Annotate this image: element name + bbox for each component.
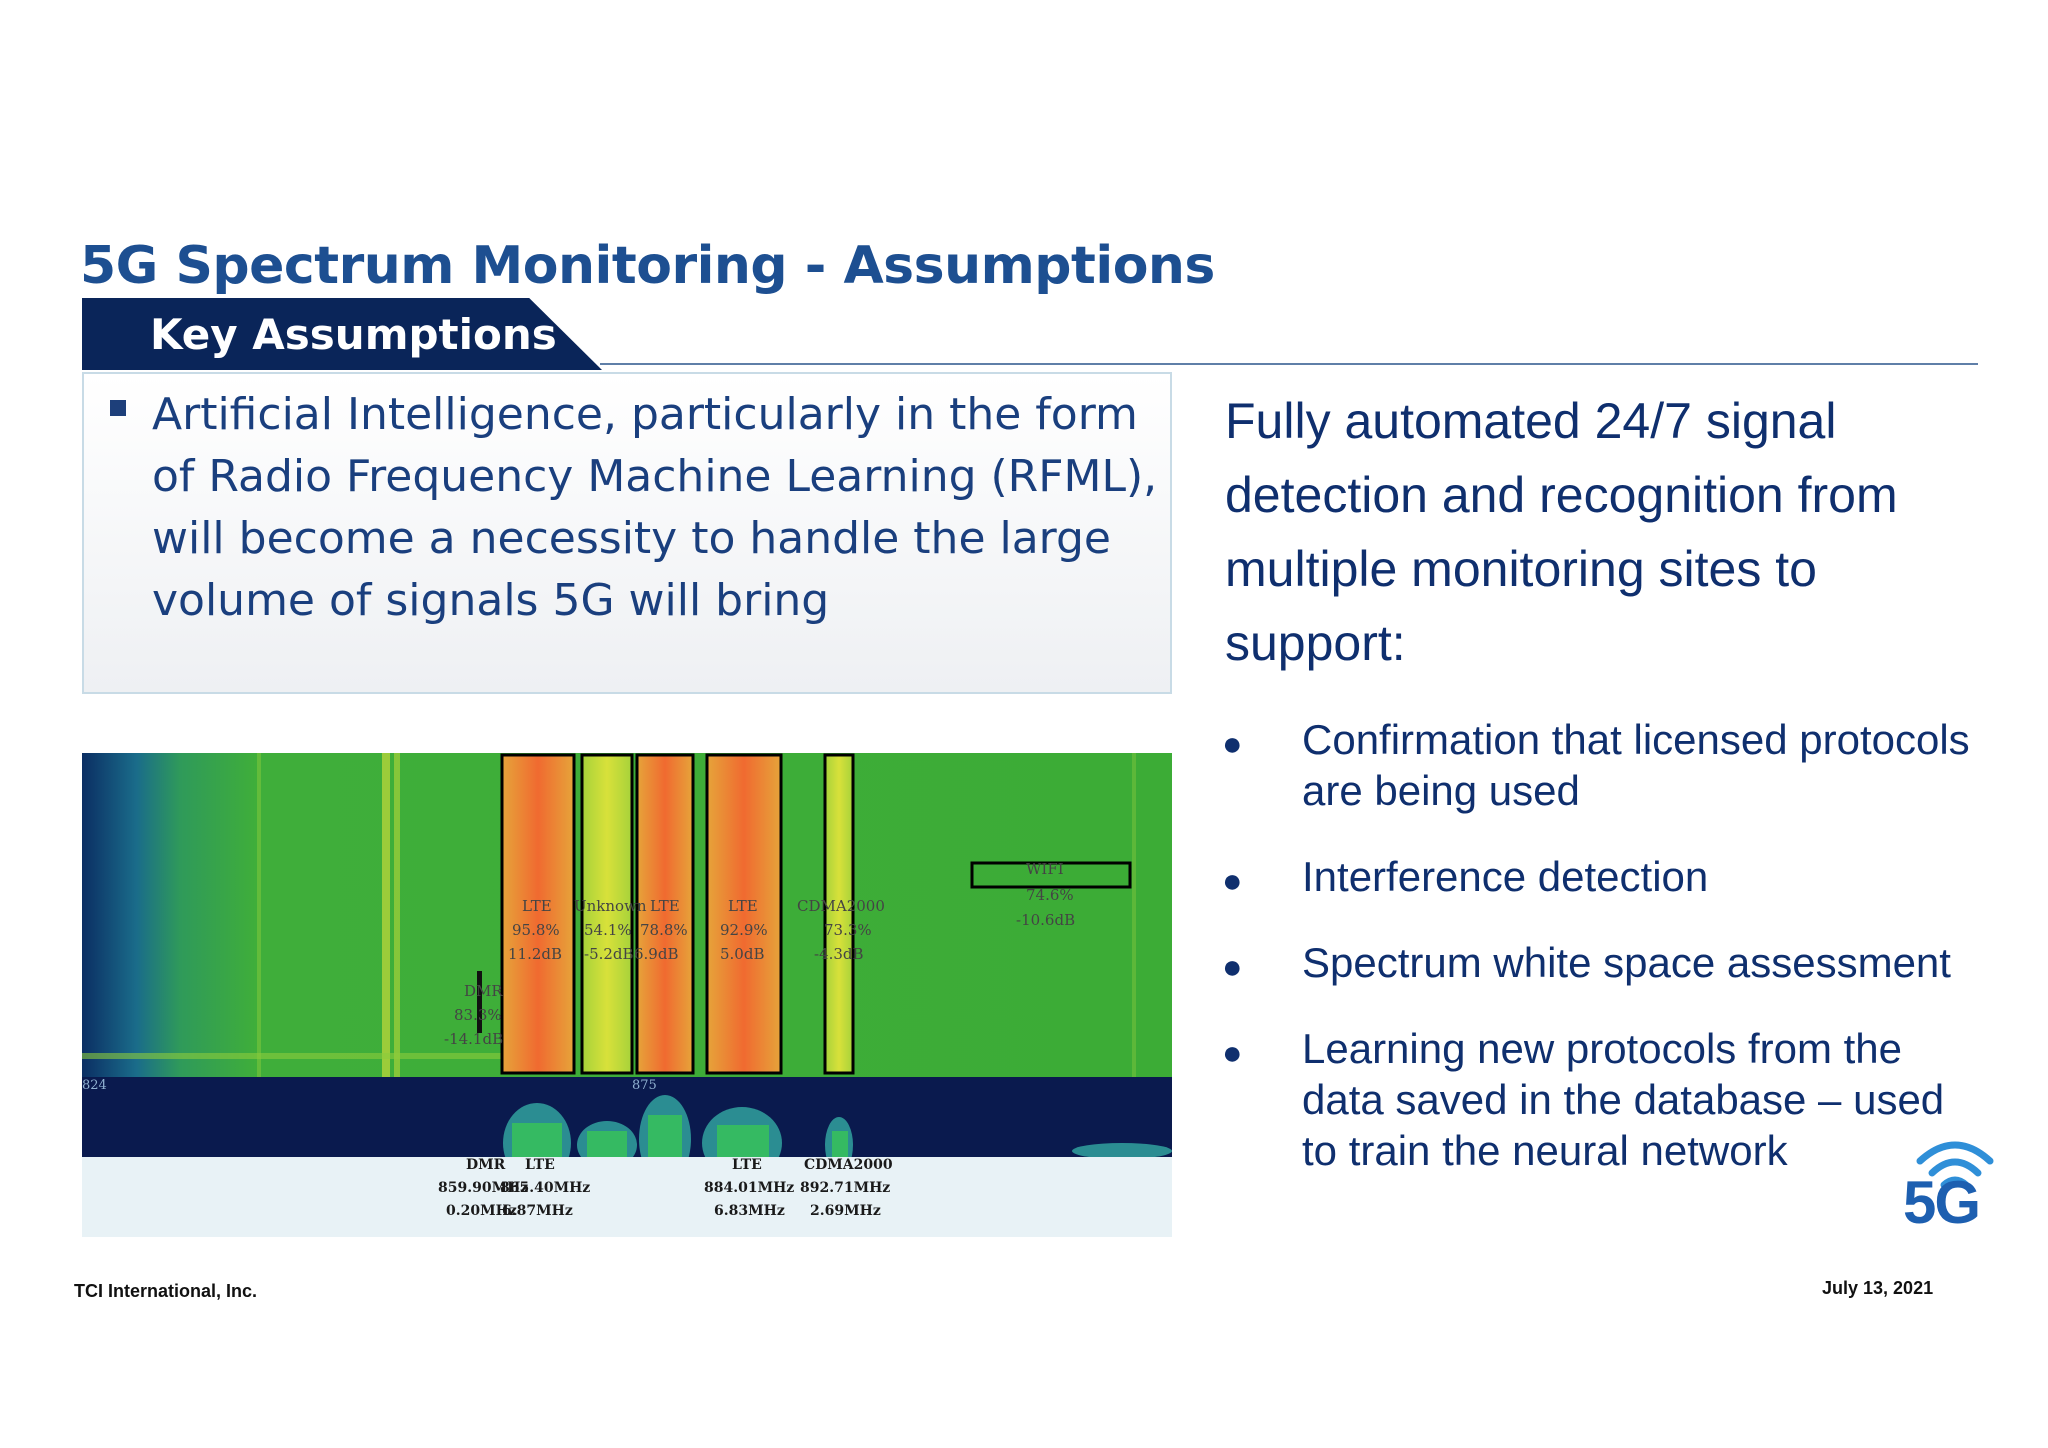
svg-text:LTE: LTE xyxy=(728,897,758,915)
assumption-box xyxy=(82,372,1172,694)
bullet-item: Learning new protocols from the data sav… xyxy=(1302,1025,1945,1174)
square-bullet-icon xyxy=(110,400,126,416)
spectrum-waterfall-image: LTE Unknown LTE LTE CDMA2000 95.8% 54.1%… xyxy=(82,753,1172,1237)
svg-text:LTE: LTE xyxy=(650,897,680,915)
svg-text:875: 875 xyxy=(632,1078,657,1093)
svg-text:CDMA2000: CDMA2000 xyxy=(804,1157,893,1173)
svg-text:-10.6dB: -10.6dB xyxy=(1016,911,1075,929)
bullet-dot-icon: ● xyxy=(1222,948,1243,986)
header-rule xyxy=(600,363,1978,365)
svg-text:WIFI: WIFI xyxy=(1026,860,1064,878)
svg-text:74.6%: 74.6% xyxy=(1026,886,1074,904)
slide-title: 5G Spectrum Monitoring - Assumptions xyxy=(80,236,1215,296)
svg-text:LTE: LTE xyxy=(732,1157,762,1173)
footer-company: TCI International, Inc. xyxy=(74,1281,258,1301)
svg-text:-14.1dB: -14.1dB xyxy=(444,1030,503,1048)
svg-text:859.90MHz: 859.90MHz xyxy=(438,1180,528,1196)
lead-text: Fully automated 24/7 signal detection an… xyxy=(1225,393,1898,671)
bullet-dot-icon: ● xyxy=(1222,1034,1243,1072)
section-tab xyxy=(82,298,602,370)
svg-text:892.71MHz: 892.71MHz xyxy=(800,1180,890,1196)
svg-text:11.2dB: 11.2dB xyxy=(508,945,562,963)
svg-text:95.8%: 95.8% xyxy=(512,921,560,939)
svg-text:DMR: DMR xyxy=(464,982,503,1000)
section-tab-label: Key Assumptions xyxy=(150,310,557,359)
svg-text:884.01MHz: 884.01MHz xyxy=(704,1180,794,1196)
svg-text:Unknown: Unknown xyxy=(574,897,647,915)
svg-text:LTE: LTE xyxy=(525,1157,555,1173)
svg-text:78.8%: 78.8% xyxy=(640,921,688,939)
svg-text:865.40MHz: 865.40MHz xyxy=(500,1180,590,1196)
5g-logo xyxy=(1916,1141,1994,1189)
svg-text:-4.3dB: -4.3dB xyxy=(814,945,864,963)
bullet-item: Interference detection xyxy=(1302,853,1709,900)
svg-text:824: 824 xyxy=(82,1078,107,1093)
5g-logo-text: 5G xyxy=(1903,1169,1981,1236)
footer-date: July 13, 2021 xyxy=(1822,1278,1934,1298)
bullet-item: Spectrum white space assessment xyxy=(1302,939,1951,986)
svg-text:DMR: DMR xyxy=(466,1157,506,1173)
svg-text:5.0dB: 5.0dB xyxy=(720,945,764,963)
bullet-dot-icon: ● xyxy=(1222,862,1243,900)
bullet-item: Confirmation that licensed protocols are… xyxy=(1302,716,1970,814)
svg-text:92.9%: 92.9% xyxy=(720,921,768,939)
svg-text:CDMA2000: CDMA2000 xyxy=(797,897,885,915)
svg-text:73.3%: 73.3% xyxy=(824,921,872,939)
svg-text:0.20MHz: 0.20MHz xyxy=(446,1203,517,1219)
svg-text:LTE: LTE xyxy=(522,897,552,915)
svg-text:-5.2dB: -5.2dB xyxy=(584,945,634,963)
svg-text:6.9dB: 6.9dB xyxy=(634,945,678,963)
svg-text:54.1%: 54.1% xyxy=(584,921,632,939)
bullet-dot-icon: ● xyxy=(1222,725,1243,763)
svg-text:6.87MHz: 6.87MHz xyxy=(502,1203,573,1219)
svg-text:6.83MHz: 6.83MHz xyxy=(714,1203,785,1219)
svg-text:2.69MHz: 2.69MHz xyxy=(810,1203,881,1219)
svg-text:83.3%: 83.3% xyxy=(454,1006,502,1024)
assumption-text: Artificial Intelligence, particularly in… xyxy=(152,389,1158,626)
